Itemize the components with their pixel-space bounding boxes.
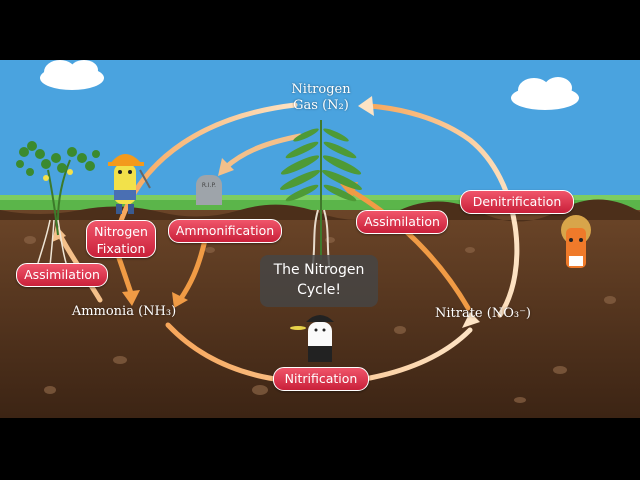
process-denitrification: Denitrification [460, 190, 574, 214]
process-nitrogen-fixation-line2: Fixation [96, 241, 146, 256]
node-ammonia: Ammonia (NH₃) [71, 304, 177, 319]
arrow-fixation-to-ammonia [115, 252, 135, 299]
worker-character [108, 154, 151, 214]
node-nitrogen-gas: Nitrogen Gas (N₂) [282, 82, 360, 114]
cloud-left [40, 60, 104, 90]
tombstone: R.I.P. [196, 175, 222, 205]
process-assimilation-right: Assimilation [356, 210, 448, 234]
process-nitrification: Nitrification [273, 367, 369, 391]
node-nitrate: Nitrate (NO₃⁻) [434, 306, 532, 321]
arrowheads [52, 96, 480, 328]
cloud-right [511, 77, 579, 110]
arrow-plant-to-ammonification [222, 133, 303, 171]
scientist-character [290, 315, 334, 362]
pebbles [24, 236, 616, 403]
flask-character [561, 215, 591, 268]
arrow-nitrate-to-plant [347, 187, 471, 311]
arrow-nitrate-to-n2 [365, 103, 520, 318]
clover-plant [16, 141, 100, 286]
process-nitrogen-fixation: Nitrogen Fixation [86, 220, 156, 258]
arrow-ammonification-to-ammonia [177, 237, 208, 303]
process-assimilation-left: Assimilation [16, 263, 108, 287]
process-nitrogen-fixation-line1: Nitrogen [94, 224, 148, 239]
node-nitrogen-gas-line2: Gas (N₂) [293, 98, 349, 113]
node-nitrogen-gas-line1: Nitrogen [291, 82, 351, 97]
nitrogen-cycle-diagram: R.I.P. Nitrogen G [0, 60, 640, 418]
process-ammonification: Ammonification [168, 219, 282, 243]
svg-text:R.I.P.: R.I.P. [202, 182, 216, 189]
fern-plant [279, 120, 363, 271]
